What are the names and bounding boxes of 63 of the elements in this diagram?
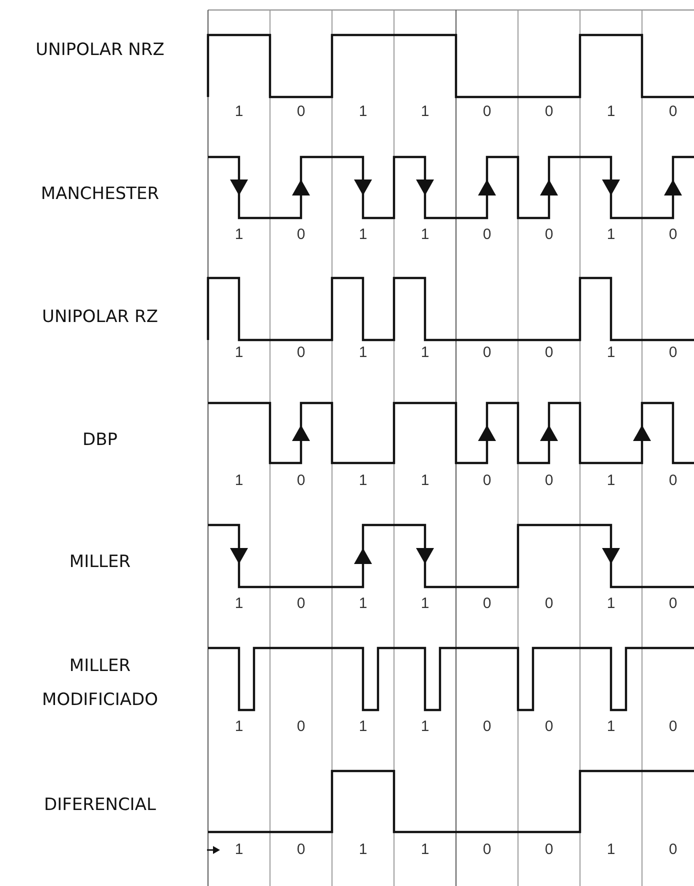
bit-digit: 0 bbox=[668, 104, 678, 120]
bit-digit: 0 bbox=[482, 104, 492, 120]
bit-digit: 1 bbox=[606, 842, 616, 858]
bit-digit: 0 bbox=[668, 596, 678, 612]
bit-digit: 0 bbox=[544, 596, 554, 612]
bit-digit: 0 bbox=[668, 345, 678, 361]
row-label: DBP bbox=[81, 429, 118, 452]
bit-digit: 0 bbox=[296, 596, 306, 612]
row-label: UNIPOLAR NRZ bbox=[34, 39, 166, 62]
bit-digit: 0 bbox=[668, 227, 678, 243]
row-label: UNIPOLAR RZ bbox=[41, 306, 159, 329]
bit-digit: 1 bbox=[606, 227, 616, 243]
bit-digit: 0 bbox=[482, 596, 492, 612]
bit-digit: 0 bbox=[482, 227, 492, 243]
bit-digit: 1 bbox=[420, 596, 430, 612]
bit-digit: 0 bbox=[668, 719, 678, 735]
bit-digit: 1 bbox=[420, 719, 430, 735]
bit-digit: 0 bbox=[296, 345, 306, 361]
bit-digit: 1 bbox=[606, 719, 616, 735]
bit-digit: 1 bbox=[234, 719, 244, 735]
bit-digit: 0 bbox=[482, 345, 492, 361]
bit-digit: 1 bbox=[606, 104, 616, 120]
bit-digit: 1 bbox=[358, 227, 368, 243]
bit-digit: 1 bbox=[234, 345, 244, 361]
bit-digit: 1 bbox=[234, 473, 244, 489]
bit-digit: 1 bbox=[358, 104, 368, 120]
bit-digit: 1 bbox=[234, 104, 244, 120]
bit-digit: 1 bbox=[358, 473, 368, 489]
bit-digit: 1 bbox=[420, 227, 430, 243]
bit-digit: 0 bbox=[668, 473, 678, 489]
bit-digit: 1 bbox=[420, 104, 430, 120]
bit-digit: 1 bbox=[420, 842, 430, 858]
bit-digit: 0 bbox=[544, 473, 554, 489]
bit-digit: 0 bbox=[544, 227, 554, 243]
bit-digit: 1 bbox=[420, 473, 430, 489]
bit-digit: 1 bbox=[358, 719, 368, 735]
bit-digit: 0 bbox=[296, 473, 306, 489]
bit-digit: 1 bbox=[358, 842, 368, 858]
bit-digit: 0 bbox=[544, 719, 554, 735]
bit-digit: 0 bbox=[482, 842, 492, 858]
row-label: MILLER MODIFICIADO bbox=[41, 655, 159, 712]
bit-digit: 0 bbox=[296, 719, 306, 735]
row-label: MANCHESTER bbox=[40, 183, 160, 206]
row-label: DIFERENCIAL bbox=[43, 794, 157, 817]
bit-digit: 0 bbox=[668, 842, 678, 858]
bit-digit: 1 bbox=[606, 596, 616, 612]
bit-digit: 0 bbox=[296, 104, 306, 120]
bit-digit: 0 bbox=[296, 227, 306, 243]
bit-digit: 1 bbox=[420, 345, 430, 361]
bit-digit: 0 bbox=[544, 104, 554, 120]
bit-digit: 1 bbox=[606, 345, 616, 361]
bit-digit: 0 bbox=[544, 345, 554, 361]
bit-digit: 1 bbox=[234, 842, 244, 858]
bit-digit: 0 bbox=[482, 719, 492, 735]
bit-digit: 0 bbox=[544, 842, 554, 858]
bit-digit: 1 bbox=[358, 596, 368, 612]
bit-digit: 1 bbox=[606, 473, 616, 489]
bit-digit: 1 bbox=[234, 596, 244, 612]
row-label: MILLER bbox=[68, 551, 132, 574]
bit-digit: 0 bbox=[482, 473, 492, 489]
bit-digit: 1 bbox=[358, 345, 368, 361]
bit-digit: 1 bbox=[234, 227, 244, 243]
bit-digit: 0 bbox=[296, 842, 306, 858]
